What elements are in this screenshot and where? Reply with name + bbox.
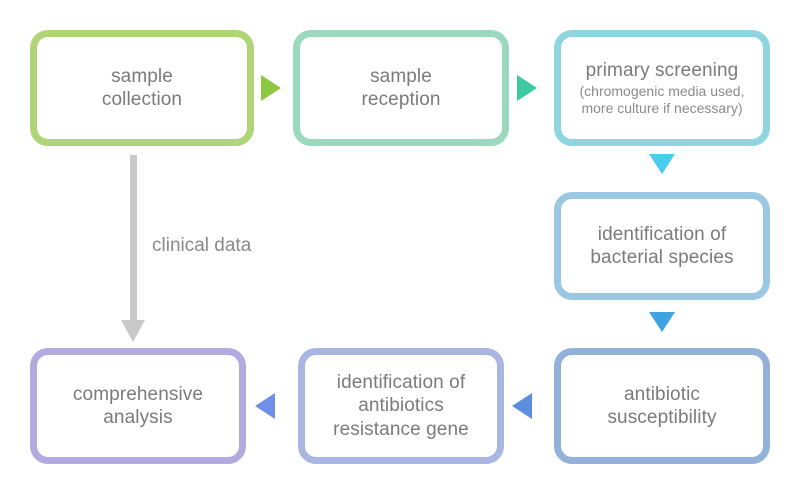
node-label-title: primary screening xyxy=(585,60,739,82)
node-label-line-2: antibiotics xyxy=(358,395,444,417)
node-label-line-2: reception xyxy=(361,89,441,110)
arrow-left-icon-resistance-gene-to-analysis xyxy=(255,393,275,419)
node-label-sublabel: (chromogenic media used, more culture if… xyxy=(579,83,745,117)
node-label-line-1: identification of xyxy=(597,223,727,245)
clinical-data-label: clinical data xyxy=(152,235,252,256)
node-label-line-3: resistance gene xyxy=(333,418,469,440)
node-label-line-1: antibiotic xyxy=(624,383,700,405)
node-label-stack: primary screening (chromogenic media use… xyxy=(561,59,763,117)
node-label-stack: sample collection xyxy=(94,65,190,111)
node-label-line-1: sample xyxy=(111,65,173,87)
arrow-down-icon-clinical-data xyxy=(121,320,145,342)
node-label-line-2: analysis xyxy=(103,407,173,428)
node-label-stack: identification of antibiotics resistance… xyxy=(325,371,477,441)
node-identification-of-antibiotics-resistance-gene[interactable]: identification of antibiotics resistance… xyxy=(298,348,504,464)
node-label-stack: sample reception xyxy=(353,65,448,111)
node-antibiotic-susceptibility[interactable]: antibiotic susceptibility xyxy=(554,348,770,464)
arrow-left-icon-susceptibility-to-resistance-gene xyxy=(512,393,532,419)
node-sample-reception[interactable]: sample reception xyxy=(293,30,509,146)
node-label-line-1: comprehensive xyxy=(72,383,204,405)
node-label-line-2: collection xyxy=(101,89,183,110)
node-identification-of-bacterial-species[interactable]: identification of bacterial species xyxy=(554,192,770,300)
arrow-right-icon-reception-to-primary-screening xyxy=(517,75,537,101)
arrow-right-icon-sample-collection-to-reception xyxy=(261,75,281,101)
node-comprehensive-analysis[interactable]: comprehensive analysis xyxy=(30,348,246,464)
clinical-data-arrow-shaft xyxy=(130,155,137,323)
node-sample-collection[interactable]: sample collection xyxy=(30,30,254,146)
node-label-line-1: sample xyxy=(370,65,432,87)
node-label-stack: antibiotic susceptibility xyxy=(599,383,724,429)
arrow-down-icon-species-id-to-susceptibility xyxy=(649,312,675,332)
node-label-line-2: bacterial species xyxy=(590,247,734,268)
node-label-stack: identification of bacterial species xyxy=(582,223,741,269)
node-label-line-2: susceptibility xyxy=(607,407,717,428)
node-primary-screening[interactable]: primary screening (chromogenic media use… xyxy=(554,30,770,146)
arrow-down-icon-screening-to-species-id xyxy=(649,154,675,174)
node-label-stack: comprehensive analysis xyxy=(65,383,211,429)
node-label-line-1: identification of xyxy=(336,372,466,394)
